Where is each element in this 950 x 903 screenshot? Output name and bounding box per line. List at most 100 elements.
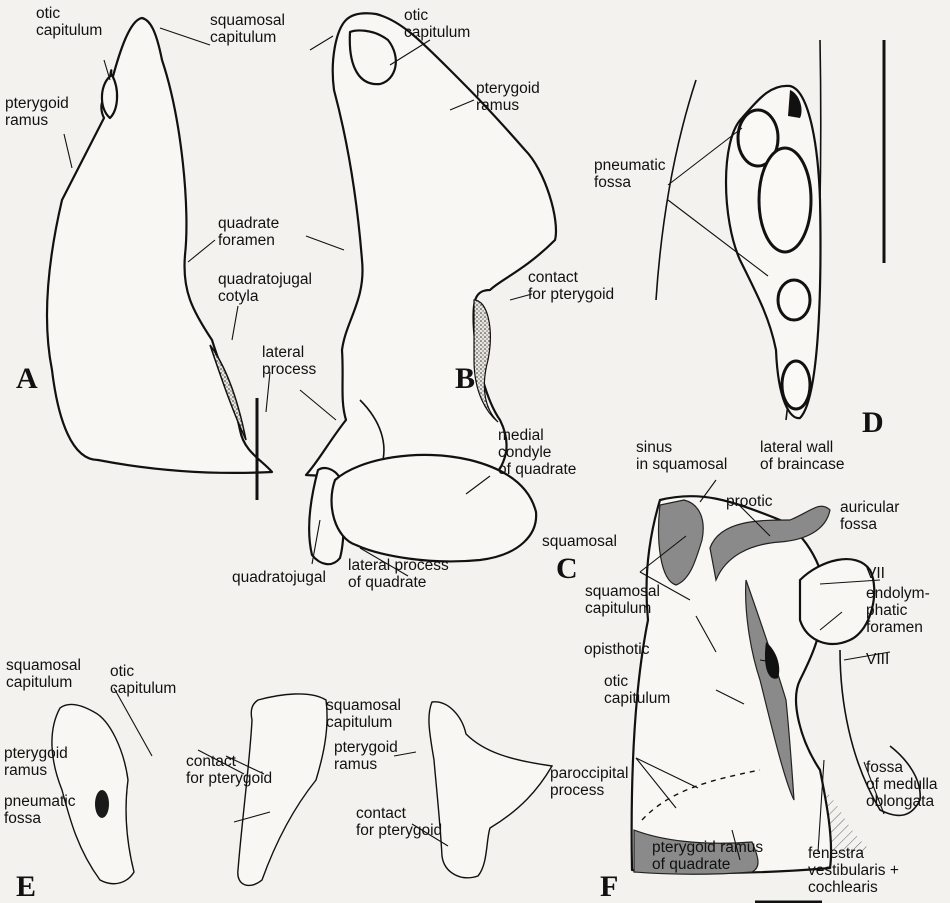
label-line: pneumatic: [4, 793, 76, 810]
quadrate-e2-shape: [238, 694, 327, 886]
label-e-otic-capitulum: oticcapitulum: [110, 663, 176, 697]
label-line: process: [262, 361, 317, 378]
panel-letter-b: B: [455, 362, 475, 395]
panel-d-drawing: [656, 40, 821, 420]
label-line: vestibularis +: [808, 862, 899, 879]
label-line: quadrate: [218, 215, 279, 232]
pneumatic-opening-4: [782, 361, 810, 409]
label-ab-quadrate-foramen: quadrateforamen: [218, 215, 279, 249]
label-line: capitulum: [36, 22, 102, 39]
label-line: pterygoid ramus: [652, 839, 763, 856]
label-line: pterygoid: [4, 745, 68, 762]
label-line: medial: [498, 427, 544, 444]
label-line: capitulum: [404, 24, 470, 41]
label-line: fossa: [4, 810, 41, 827]
label-line: otic: [604, 673, 628, 690]
label-f-squamosal: squamosal: [542, 533, 617, 550]
label-line: lateral: [262, 344, 304, 361]
label-line: otic: [110, 663, 134, 680]
label-line: ramus: [4, 762, 47, 779]
label-line: lateral wall: [760, 439, 833, 456]
quadrate-e3-shape: [429, 702, 552, 878]
label-line: of quadrate: [498, 461, 576, 478]
label-line: squamosal: [6, 657, 81, 674]
label-line: fossa: [840, 516, 877, 533]
label-line: cotyla: [218, 288, 259, 305]
label-f-fossa-medulla: fossaof medullaoblongata: [866, 759, 938, 810]
label-line: of quadrate: [348, 574, 426, 591]
label-line: squamosal: [326, 697, 401, 714]
label-line: capitulum: [604, 690, 670, 707]
pneumatic-opening-2: [759, 148, 811, 252]
label-line: of braincase: [760, 456, 844, 473]
label-line: pterygoid: [476, 80, 540, 97]
label-line: fossa: [594, 174, 631, 191]
label-line: quadratojugal: [218, 271, 312, 288]
label-line: process: [550, 782, 605, 799]
label-line: lateral process: [348, 557, 449, 574]
label-line: squamosal: [210, 12, 285, 29]
label-line: ramus: [476, 97, 519, 114]
label-line: squamosal: [585, 583, 660, 600]
label-line: otic: [36, 5, 60, 22]
label-line: sinus: [636, 439, 672, 456]
label-line: of medulla: [866, 776, 938, 793]
label-line: foramen: [218, 232, 275, 249]
label-line: for pterygoid: [356, 822, 442, 839]
panel-letter-f: F: [600, 870, 618, 903]
label-line: for pterygoid: [528, 286, 614, 303]
label-line: fossa: [866, 759, 903, 776]
label-line: endolym-: [866, 585, 930, 602]
label-line: contact: [356, 805, 407, 822]
otic-capitulum-a-shape: [102, 75, 117, 118]
label-line: phatic: [866, 602, 908, 619]
d-outer-curve: [656, 80, 696, 300]
label-line: for pterygoid: [186, 770, 272, 787]
label-f-viii: VIII: [866, 651, 889, 668]
label-line: oblongata: [866, 793, 934, 810]
label-line: pterygoid: [334, 739, 398, 756]
label-f-prootic: prootic: [726, 493, 773, 510]
label-line: ramus: [334, 756, 377, 773]
label-line: VIII: [866, 651, 889, 668]
f-auricular-fossa-shape: [800, 559, 874, 644]
label-line: pterygoid: [5, 95, 69, 112]
label-line: capitulum: [6, 674, 72, 691]
label-line: capitulum: [585, 600, 651, 617]
label-line: quadratojugal: [232, 569, 326, 586]
label-line: foramen: [866, 619, 923, 636]
panel-letter-d: D: [862, 406, 884, 439]
panel-f-drawing: [632, 496, 921, 874]
label-line: paroccipital: [550, 765, 628, 782]
pneumatic-opening-3: [778, 280, 810, 320]
label-line: VII: [866, 565, 885, 582]
label-line: squamosal: [542, 533, 617, 550]
label-b-pterygoid-ramus: pterygoidramus: [476, 80, 540, 114]
label-line: in squamosal: [636, 456, 727, 473]
label-line: contact: [528, 269, 579, 286]
label-line: otic: [404, 7, 428, 24]
panel-letter-a: A: [16, 362, 38, 395]
label-line: ramus: [5, 112, 48, 129]
panel-e-drawing: [52, 694, 552, 886]
label-f-endolymphatic: endolym-phaticforamen: [866, 585, 930, 636]
label-line: prootic: [726, 493, 773, 510]
